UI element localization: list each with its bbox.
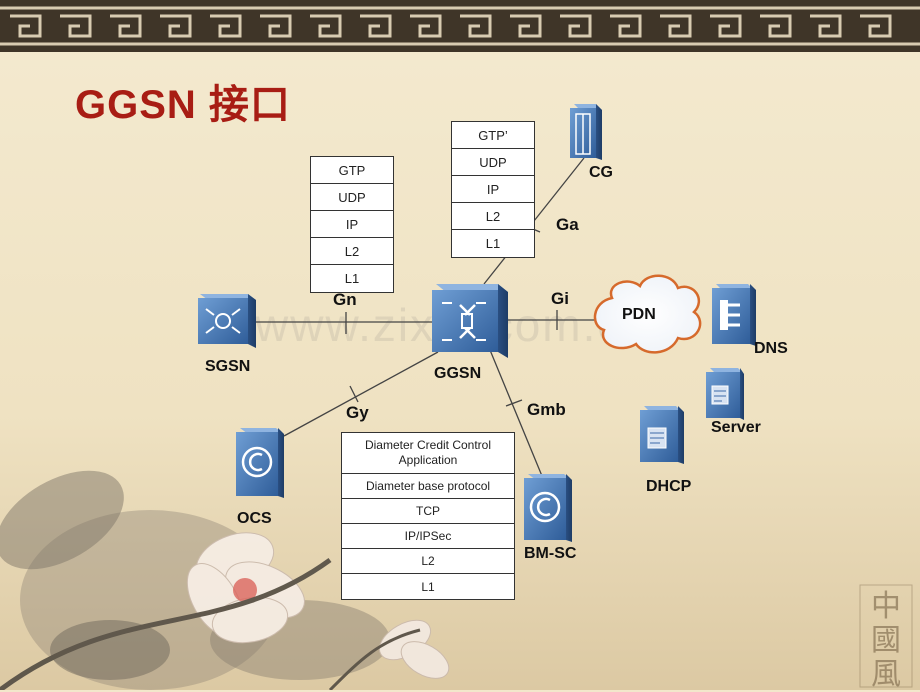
bmsc-icon bbox=[524, 474, 572, 542]
gmb-tick bbox=[505, 399, 523, 407]
bmsc-label: BM-SC bbox=[524, 545, 577, 562]
gn-stack-layer: IP bbox=[311, 211, 393, 238]
ga-stack-layer: L2 bbox=[452, 203, 534, 230]
gn-stack-layer: L1 bbox=[344, 271, 360, 286]
ga-stack-layer: IP bbox=[452, 176, 534, 203]
seal-frame bbox=[859, 584, 913, 688]
ga-interface-label: Ga bbox=[556, 215, 579, 234]
seal-char: 國 bbox=[871, 623, 901, 658]
gn-stack-layer: UDP bbox=[311, 184, 393, 211]
gy-stack-layer: Diameter base protocol bbox=[342, 474, 514, 499]
ocs-label: OCS bbox=[237, 510, 272, 527]
sgsn-label: SGSN bbox=[205, 358, 251, 375]
page-title: GGSN 接口 bbox=[75, 83, 291, 127]
gn-interface-label: Gn bbox=[333, 290, 357, 309]
ga-stack-layer: UDP bbox=[452, 149, 534, 176]
dns-label: DNS bbox=[754, 340, 788, 357]
gy-stack-layer: Diameter Credit Control Application bbox=[342, 433, 514, 474]
ga-protocol-stack: GTP’ UDP IP L2 L1 bbox=[451, 121, 535, 258]
lattice-pattern bbox=[0, 6, 920, 46]
gy-stack-layer: L1 bbox=[421, 579, 435, 594]
dhcp-icon bbox=[640, 406, 684, 464]
ggsn-icon bbox=[432, 284, 508, 358]
gy-stack-layer: IP/IPSec bbox=[342, 524, 514, 549]
gy-protocol-stack: Diameter Credit Control Application Diam… bbox=[341, 432, 515, 600]
gn-stack-layer: GTP bbox=[311, 157, 393, 184]
gy-interface-label: Gy bbox=[346, 403, 369, 422]
dns-icon bbox=[712, 284, 756, 346]
gn-protocol-stack: GTP UDP IP L2 L1 bbox=[310, 156, 394, 293]
sgsn-icon bbox=[198, 294, 256, 348]
gmb-link bbox=[489, 349, 543, 477]
dhcp-label: DHCP bbox=[646, 478, 692, 495]
cg-icon bbox=[570, 104, 602, 160]
ga-stack-layer: L1 bbox=[485, 236, 501, 251]
gy-stack-layer: L2 bbox=[342, 549, 514, 574]
gi-interface-label: Gi bbox=[551, 289, 569, 308]
seal-text: 中 國 風 bbox=[866, 590, 906, 692]
seal-char: 風 bbox=[871, 657, 901, 692]
ocs-icon bbox=[236, 428, 284, 498]
server-icon bbox=[706, 368, 744, 420]
ga-stack-layer: GTP’ bbox=[452, 122, 534, 149]
cg-label: CG bbox=[589, 164, 613, 181]
pdn-label: PDN bbox=[622, 306, 656, 323]
gy-link bbox=[283, 351, 439, 437]
gmb-interface-label: Gmb bbox=[527, 400, 566, 419]
seal-char: 中 bbox=[871, 589, 901, 624]
server-label: Server bbox=[711, 419, 761, 436]
gn-stack-layer: L2 bbox=[311, 238, 393, 265]
flower-painting bbox=[0, 470, 450, 690]
gy-stack-layer: TCP bbox=[342, 499, 514, 524]
pdn-cloud-icon bbox=[593, 274, 702, 354]
gy-tick bbox=[349, 385, 359, 403]
ggsn-label: GGSN bbox=[434, 365, 482, 382]
